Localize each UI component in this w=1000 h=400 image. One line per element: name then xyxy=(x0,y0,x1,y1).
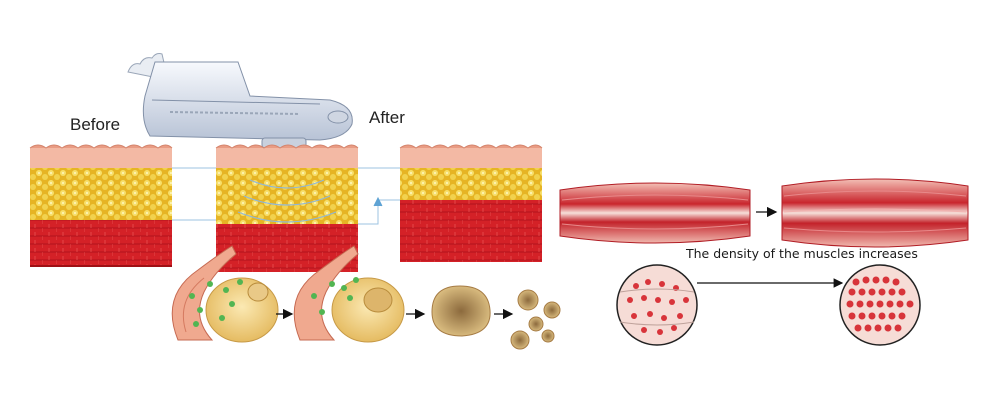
fat-cell-dissolving-icon xyxy=(331,277,405,343)
fat-cell-collapsed-icon xyxy=(431,285,491,337)
vessel-left xyxy=(171,245,237,341)
ultrasound-handpiece-icon xyxy=(127,53,353,149)
vessel-middle xyxy=(293,245,359,341)
after-label: After xyxy=(369,108,405,127)
muscle-cross-section-before xyxy=(616,264,698,346)
tissue-block-after xyxy=(399,144,543,262)
fat-cell-icon xyxy=(205,277,279,343)
muscle-bundle-after xyxy=(781,178,969,248)
connector-lines xyxy=(172,167,400,225)
muscle-bundle-before xyxy=(559,182,751,244)
fat-fragments-icon xyxy=(510,289,561,350)
tissue-block-before xyxy=(29,144,173,267)
muscle-density-caption: The density of the muscles increases xyxy=(686,246,918,261)
before-label: Before xyxy=(70,115,121,134)
muscle-cross-section-after xyxy=(839,264,921,346)
tissue-block-treatment xyxy=(215,144,359,272)
